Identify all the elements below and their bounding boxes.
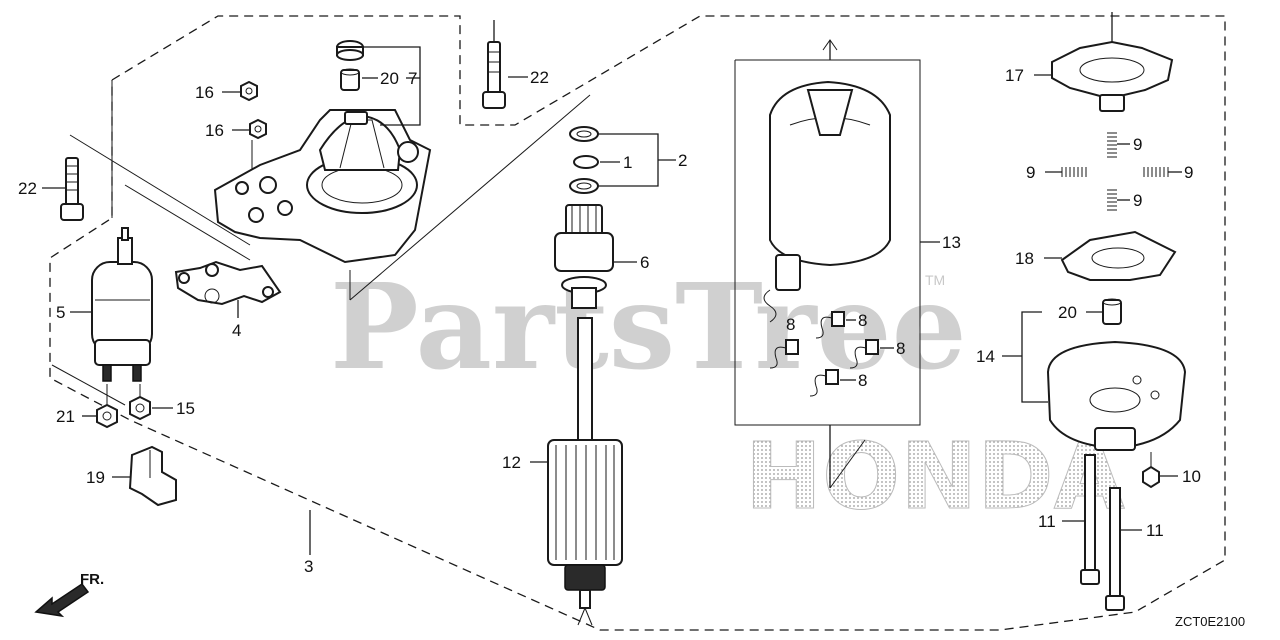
trademark-mark: TM bbox=[925, 272, 945, 288]
part-8-brushes bbox=[769, 311, 879, 397]
label-14: 14 bbox=[976, 347, 995, 366]
part-19-terminal-boot bbox=[128, 445, 177, 507]
label-8-a: 8 bbox=[858, 311, 867, 330]
label-18: 18 bbox=[1015, 249, 1034, 268]
part-11-through-bolts bbox=[1080, 454, 1125, 611]
part-22-bolt-top bbox=[482, 20, 506, 109]
label-11-left: 11 bbox=[1038, 512, 1056, 531]
part-20-bushing-top bbox=[336, 40, 364, 91]
label-9-left: 9 bbox=[1026, 163, 1035, 182]
part-18-plate bbox=[1060, 230, 1177, 281]
label-19: 19 bbox=[86, 468, 105, 487]
honda-watermark: HONDA bbox=[745, 423, 1125, 530]
label-11-right: 11 bbox=[1146, 521, 1164, 540]
part-13-yoke bbox=[763, 80, 891, 323]
part-14-end-cover bbox=[1046, 340, 1187, 451]
label-3: 3 bbox=[304, 557, 313, 576]
label-20-top: 20 bbox=[380, 69, 399, 88]
label-5: 5 bbox=[56, 303, 65, 322]
part-10-nut bbox=[1142, 452, 1160, 489]
label-17: 17 bbox=[1005, 66, 1024, 85]
label-8-c: 8 bbox=[896, 339, 905, 358]
label-1: 1 bbox=[623, 153, 632, 172]
label-21: 21 bbox=[56, 407, 75, 426]
part-20-bushing-right bbox=[1102, 298, 1122, 325]
diagram-code: ZCT0E2100 bbox=[1175, 614, 1245, 629]
label-16-top: 16 bbox=[195, 83, 214, 102]
part-21-15-nuts bbox=[96, 384, 151, 429]
label-7: 7 bbox=[408, 69, 417, 88]
front-label: FR. bbox=[80, 571, 104, 588]
label-8-d: 8 bbox=[858, 371, 867, 390]
label-22-top: 22 bbox=[530, 68, 549, 87]
part-9-springs bbox=[1061, 132, 1169, 211]
brush-holder-box bbox=[734, 39, 921, 489]
label-9-top: 9 bbox=[1133, 135, 1142, 154]
label-16-bottom: 16 bbox=[205, 121, 224, 140]
label-2: 2 bbox=[678, 151, 687, 170]
part-12-armature bbox=[547, 317, 623, 626]
label-15: 15 bbox=[176, 399, 195, 418]
label-12: 12 bbox=[502, 453, 521, 472]
assembly-outline bbox=[49, 15, 1226, 631]
part-5-solenoid bbox=[91, 227, 153, 382]
label-10: 10 bbox=[1182, 467, 1201, 486]
partstree-watermark: PartsTree bbox=[330, 257, 967, 396]
leader-lines bbox=[42, 46, 1182, 555]
part-6-pinion-clutch bbox=[554, 204, 614, 309]
label-22-left: 22 bbox=[18, 179, 37, 198]
part-number-labels: 16 16 20 7 22 22 5 4 21 15 19 3 1 2 6 12… bbox=[18, 66, 1201, 576]
label-9-bottom: 9 bbox=[1133, 191, 1142, 210]
label-8-b: 8 bbox=[786, 315, 795, 334]
front-direction-marker: FR. bbox=[34, 571, 104, 618]
part-16-nuts bbox=[240, 80, 267, 205]
part-22-bolt-left bbox=[60, 157, 84, 221]
label-13: 13 bbox=[942, 233, 961, 252]
label-4: 4 bbox=[232, 321, 241, 340]
part-17-brush-holder bbox=[1051, 12, 1174, 112]
part-1-2-washers bbox=[569, 126, 599, 194]
part-4-shift-lever bbox=[174, 260, 282, 306]
label-6: 6 bbox=[640, 253, 649, 272]
label-9-right: 9 bbox=[1184, 163, 1193, 182]
label-20-right: 20 bbox=[1058, 303, 1077, 322]
part-7-drive-housing bbox=[213, 109, 432, 264]
